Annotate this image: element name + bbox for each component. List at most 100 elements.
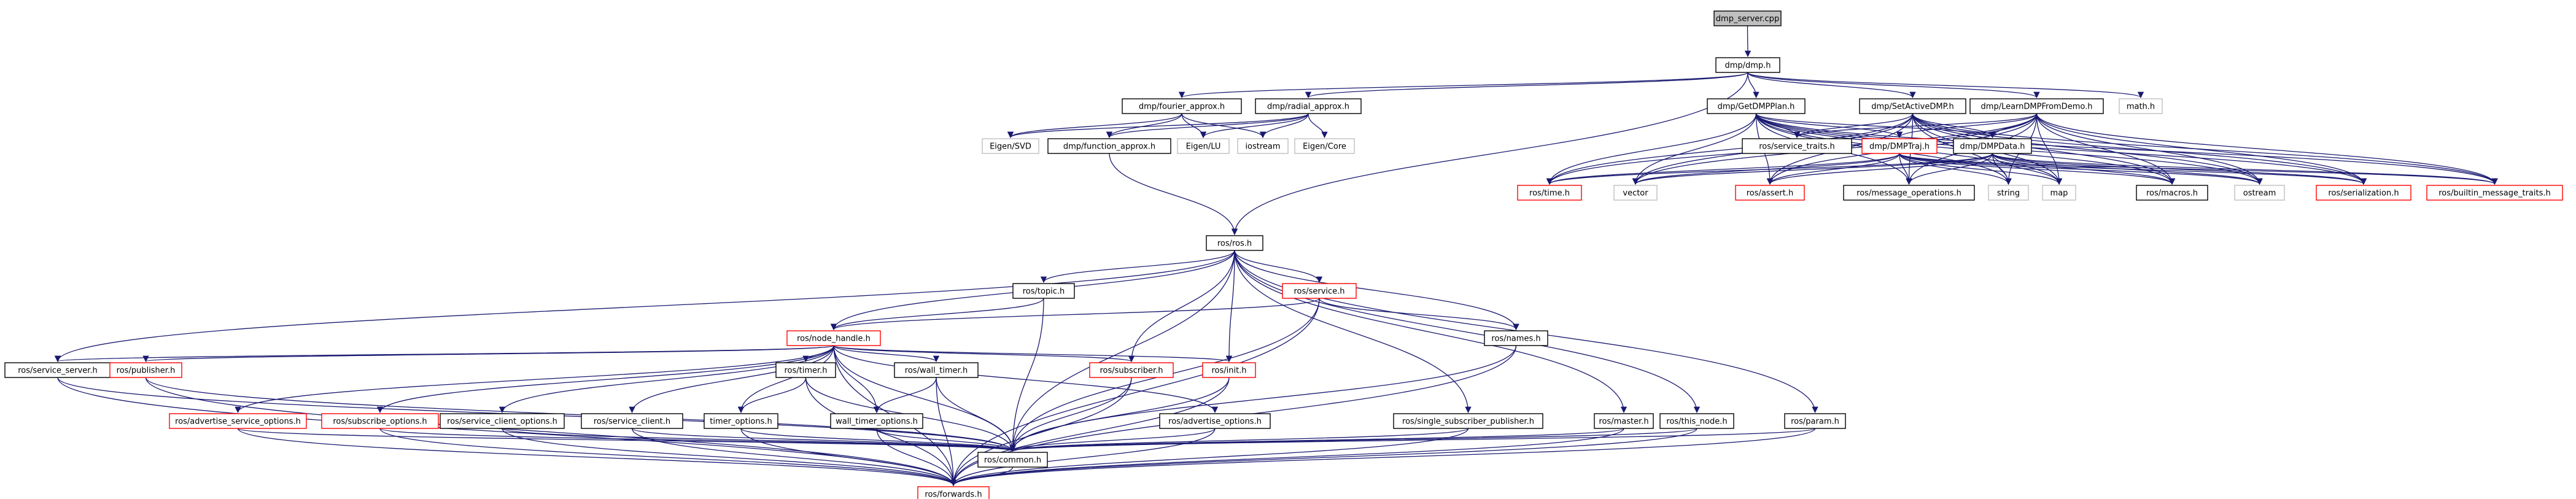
node-label: dmp/radial_approx.h: [1267, 103, 1349, 112]
node-box: [1953, 138, 2032, 154]
edge-ros_h-to-this_node: [1234, 250, 1701, 414]
edge-dmpdata-to-vector: [1632, 153, 1993, 185]
edge-learn-to-macros: [2036, 113, 2176, 185]
node-label: ros/time.h: [1529, 189, 1570, 198]
edge-dmpdata-to-ostream: [1992, 153, 2263, 185]
node-service-server[interactable]: ros/service_server.h: [4, 362, 111, 378]
node-dmptraj[interactable]: dmp/DMPTraj.h: [1861, 138, 1938, 154]
node-learn[interactable]: dmp/LearnDMPFromDemo.h: [1969, 98, 2104, 114]
node-box: [894, 362, 979, 378]
node-ros-assert[interactable]: ros/assert.h: [1735, 185, 1805, 201]
node-dmp-server[interactable]: dmp_server.cpp: [1713, 10, 1782, 26]
node-box: [2426, 185, 2563, 201]
edge-radial-to-eigen_lu: [1200, 113, 1309, 139]
node-service-traits[interactable]: ros/service_traits.h: [1742, 138, 1852, 154]
node-master[interactable]: ros/master.h: [1594, 413, 1654, 429]
edge-dmptraj-to-macros: [1899, 153, 2176, 185]
edge-function_approx-to-ros_h: [1109, 153, 1238, 236]
node-eigen-core: Eigen/Core: [1294, 138, 1355, 154]
node-wall-timer[interactable]: ros/wall_timer.h: [894, 362, 979, 378]
edge-node_handle-to-wall_timer_opts: [833, 345, 880, 414]
edge-radial-to-iostream: [1259, 113, 1309, 139]
node-box: [1715, 57, 1780, 73]
node-getdmpplan[interactable]: dmp/GetDMPPlan.h: [1707, 98, 1806, 114]
node-setactive[interactable]: dmp/SetActiveDMP.h: [1859, 98, 1966, 114]
edge-srv_client_opts-to-forwards: [502, 428, 957, 487]
edge-adv_opts-to-forwards: [950, 428, 1216, 487]
node-forwards[interactable]: ros/forwards.h: [917, 486, 990, 499]
node-macros[interactable]: ros/macros.h: [2136, 185, 2208, 201]
node-builtin-traits[interactable]: ros/builtin_message_traits.h: [2426, 185, 2563, 201]
edge-dmpdata-to-map: [1992, 153, 2063, 185]
edge-node_handle-to-sub_opts: [376, 345, 834, 414]
node-label: ros/names.h: [1491, 335, 1540, 344]
edge-dmptraj-to-map: [1899, 153, 2063, 185]
node-label: ros/master.h: [1599, 417, 1648, 427]
node-names[interactable]: ros/names.h: [1484, 330, 1548, 346]
node-box: [704, 413, 778, 429]
edge-ros_h-to-init: [1225, 250, 1235, 363]
edge-wall_timer-to-common: [936, 377, 1016, 452]
node-single-sub-pub[interactable]: ros/single_subscriber_publisher.h: [1393, 413, 1543, 429]
edge-ros_h-to-subscriber: [1128, 250, 1235, 363]
node-box: [1784, 413, 1846, 429]
node-box: [1012, 283, 1075, 299]
node-box: [977, 452, 1048, 468]
node-box: [1047, 138, 1171, 154]
node-label: math.h: [2127, 103, 2155, 112]
node-sub-opts[interactable]: ros/subscribe_options.h: [321, 413, 439, 429]
node-publisher[interactable]: ros/publisher.h: [109, 362, 182, 378]
node-adv-opts[interactable]: ros/advertise_options.h: [1159, 413, 1271, 429]
node-box: [775, 362, 836, 378]
node-box: [2316, 185, 2411, 201]
node-fourier[interactable]: dmp/fourier_approx.h: [1122, 98, 1242, 114]
node-srv-client-opts[interactable]: ros/service_client_options.h: [440, 413, 565, 429]
node-init[interactable]: ros/init.h: [1202, 362, 1256, 378]
node-box: [169, 413, 307, 429]
node-box: [1484, 330, 1548, 346]
node-label: ros/common.h: [984, 456, 1041, 465]
node-label: ros/service_traits.h: [1759, 142, 1835, 152]
node-dmpdata[interactable]: dmp/DMPData.h: [1953, 138, 2032, 154]
node-label: ros/service_server.h: [18, 366, 98, 376]
node-label: string: [1997, 189, 2020, 198]
node-timer[interactable]: ros/timer.h: [775, 362, 836, 378]
edge-srv_client-to-forwards: [631, 428, 957, 487]
node-label: ros/forwards.h: [925, 490, 982, 499]
edge-radial-to-eigen_core: [1308, 113, 1328, 139]
node-node-handle[interactable]: ros/node_handle.h: [786, 330, 881, 346]
node-common[interactable]: ros/common.h: [977, 452, 1048, 468]
edge-topic-to-common: [1009, 298, 1044, 452]
node-msg-ops[interactable]: ros/message_operations.h: [1843, 185, 1975, 201]
node-subscriber[interactable]: ros/subscriber.h: [1089, 362, 1174, 378]
edge-learn-to-serialization: [2036, 113, 2367, 185]
node-serialization[interactable]: ros/serialization.h: [2316, 185, 2411, 201]
node-adv-srv-opts[interactable]: ros/advertise_service_options.h: [169, 413, 307, 429]
node-label: ros/this_node.h: [1666, 417, 1727, 427]
edge-dmptraj-to-builtin_traits: [1899, 153, 2498, 185]
node-box: [786, 330, 881, 346]
node-ros-h[interactable]: ros/ros.h: [1206, 235, 1263, 251]
edge-node_handle-to-adv_opts: [833, 345, 1219, 414]
node-radial[interactable]: dmp/radial_approx.h: [1255, 98, 1362, 114]
edge-dmpdata-to-macros: [1992, 153, 2176, 185]
node-wall-timer-opts[interactable]: wall_timer_options.h: [830, 413, 923, 429]
edge-getdmpplan-to-ros_time: [1546, 113, 1757, 185]
node-srv-client[interactable]: ros/service_client.h: [581, 413, 683, 429]
edge-publisher-to-common: [145, 377, 1016, 452]
edge-dmp_h-to-setactive: [1747, 72, 1916, 99]
node-timer-opts[interactable]: timer_options.h: [704, 413, 778, 429]
edge-timer_opts-to-common: [740, 428, 1016, 452]
edge-wall_timer-to-wall_timer_opts: [873, 377, 937, 414]
node-dmp-h[interactable]: dmp/dmp.h: [1715, 57, 1780, 73]
node-topic[interactable]: ros/topic.h: [1012, 283, 1075, 299]
node-param[interactable]: ros/param.h: [1784, 413, 1846, 429]
node-box: [1517, 185, 1582, 201]
edge-common-to-forwards: [950, 466, 1014, 487]
edge-timer-to-forwards: [805, 377, 957, 487]
node-this-node[interactable]: ros/this_node.h: [1659, 413, 1734, 429]
node-function-approx[interactable]: dmp/function_approx.h: [1047, 138, 1171, 154]
edge-subscriber-to-common: [1009, 377, 1132, 452]
node-ros-time[interactable]: ros/time.h: [1517, 185, 1582, 201]
node-service[interactable]: ros/service.h: [1282, 283, 1357, 299]
